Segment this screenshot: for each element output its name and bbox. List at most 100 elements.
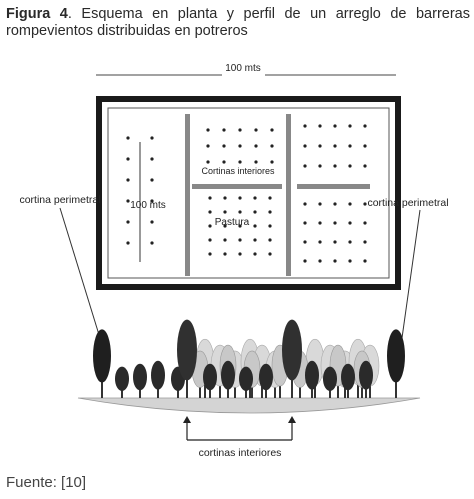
tree-dot: [206, 144, 210, 148]
tree-dot: [348, 259, 352, 263]
tree-dot: [253, 210, 257, 214]
tree-dot: [223, 252, 227, 256]
tree-dot: [318, 259, 322, 263]
tree-dot: [254, 128, 258, 132]
tree-silhouette: [323, 366, 337, 398]
interior-curtains-label: Cortinas interiores: [201, 166, 275, 176]
tree-dot: [253, 196, 257, 200]
tree-dot: [363, 221, 367, 225]
tree-dot: [303, 124, 307, 128]
perimeter-label-right: cortina perimetral: [367, 197, 448, 209]
tree-silhouette: [133, 363, 147, 398]
tree-dot: [238, 128, 242, 132]
tree-dot: [363, 124, 367, 128]
tree-dot: [270, 144, 274, 148]
tree-dot: [268, 252, 272, 256]
tree-dot: [150, 241, 154, 245]
tree-dot: [222, 128, 226, 132]
ground-profile: [77, 397, 421, 414]
interior-curtain-horizontal-left: [192, 184, 282, 189]
tree-dot: [208, 210, 212, 214]
tree-dot: [318, 144, 322, 148]
perimeter-curtain-plan: [96, 96, 401, 290]
tree-dot: [254, 160, 258, 164]
pointer-line-left: [59, 207, 101, 339]
profile-interior-label: cortinas interiores: [199, 447, 282, 459]
tree-dot: [363, 202, 367, 206]
tree-dot: [333, 144, 337, 148]
tree-dot: [333, 240, 337, 244]
tree-dot: [208, 252, 212, 256]
tree-dot: [150, 199, 154, 203]
paddock-boundary: [107, 107, 390, 279]
pointer-line-right: [401, 209, 421, 339]
tree-dot: [150, 136, 154, 140]
tree-dot: [254, 144, 258, 148]
tree-dot: [268, 196, 272, 200]
tree-dot: [303, 144, 307, 148]
tree-dot: [303, 240, 307, 244]
tree-dot: [222, 144, 226, 148]
tree-dot: [348, 240, 352, 244]
figure-caption: Figura 4. Esquema en planta y perfil de …: [6, 6, 470, 40]
tree-dot: [363, 240, 367, 244]
source-note: Fuente: [10]: [6, 474, 87, 491]
pasture-label: Pastura: [215, 217, 250, 228]
tree-silhouette: [341, 363, 355, 398]
tree-dot: [126, 178, 130, 182]
tree-dot: [150, 178, 154, 182]
width-label: 100 mts: [225, 63, 261, 74]
interior-curtain-vertical-right: [286, 114, 291, 276]
tree-dot: [270, 128, 274, 132]
interior-curtain-horizontal-right: [297, 184, 370, 189]
arrow-right-icon: [288, 416, 296, 423]
tree-dot: [348, 164, 352, 168]
tree-dot: [333, 202, 337, 206]
tree-dot: [238, 252, 242, 256]
tree-dot: [238, 196, 242, 200]
tree-dot: [318, 202, 322, 206]
tree-dot: [348, 221, 352, 225]
tree-dot: [208, 224, 212, 228]
tree-silhouette: [151, 360, 165, 398]
tree-dot: [238, 224, 242, 228]
tree-dot: [303, 164, 307, 168]
tree-dot: [206, 128, 210, 132]
tree-dot: [238, 160, 242, 164]
tree-silhouette: [93, 329, 111, 398]
tree-dot: [223, 224, 227, 228]
tree-silhouette: [203, 363, 217, 398]
tree-silhouette: [221, 360, 235, 398]
height-label: 100 mts: [130, 200, 166, 211]
tree-dot: [126, 157, 130, 161]
tree-dot: [333, 164, 337, 168]
tree-dot: [206, 160, 210, 164]
tree-dot: [222, 160, 226, 164]
tree-dot: [303, 202, 307, 206]
tree-dot: [318, 240, 322, 244]
tree-dot: [238, 238, 242, 242]
tree-dot: [268, 238, 272, 242]
arrow-left-icon: [183, 416, 191, 423]
tree-dots: [126, 124, 367, 263]
tree-dot: [253, 252, 257, 256]
interior-curtain-vertical-left: [185, 114, 190, 276]
tree-dot: [318, 221, 322, 225]
tree-silhouette: [259, 363, 273, 398]
tree-dot: [208, 238, 212, 242]
tree-dot: [363, 164, 367, 168]
tree-silhouette: [115, 366, 129, 398]
tree-silhouette: [177, 319, 197, 398]
tree-dot: [333, 124, 337, 128]
tree-dot: [348, 144, 352, 148]
tree-dot: [318, 124, 322, 128]
tree-silhouette: [282, 319, 302, 398]
tree-dot: [253, 238, 257, 242]
tree-dot: [363, 259, 367, 263]
tree-dot: [208, 196, 212, 200]
tree-dot: [268, 210, 272, 214]
tree-dot: [126, 241, 130, 245]
tree-dot: [223, 196, 227, 200]
tree-dot: [126, 199, 130, 203]
tree-dot: [150, 220, 154, 224]
